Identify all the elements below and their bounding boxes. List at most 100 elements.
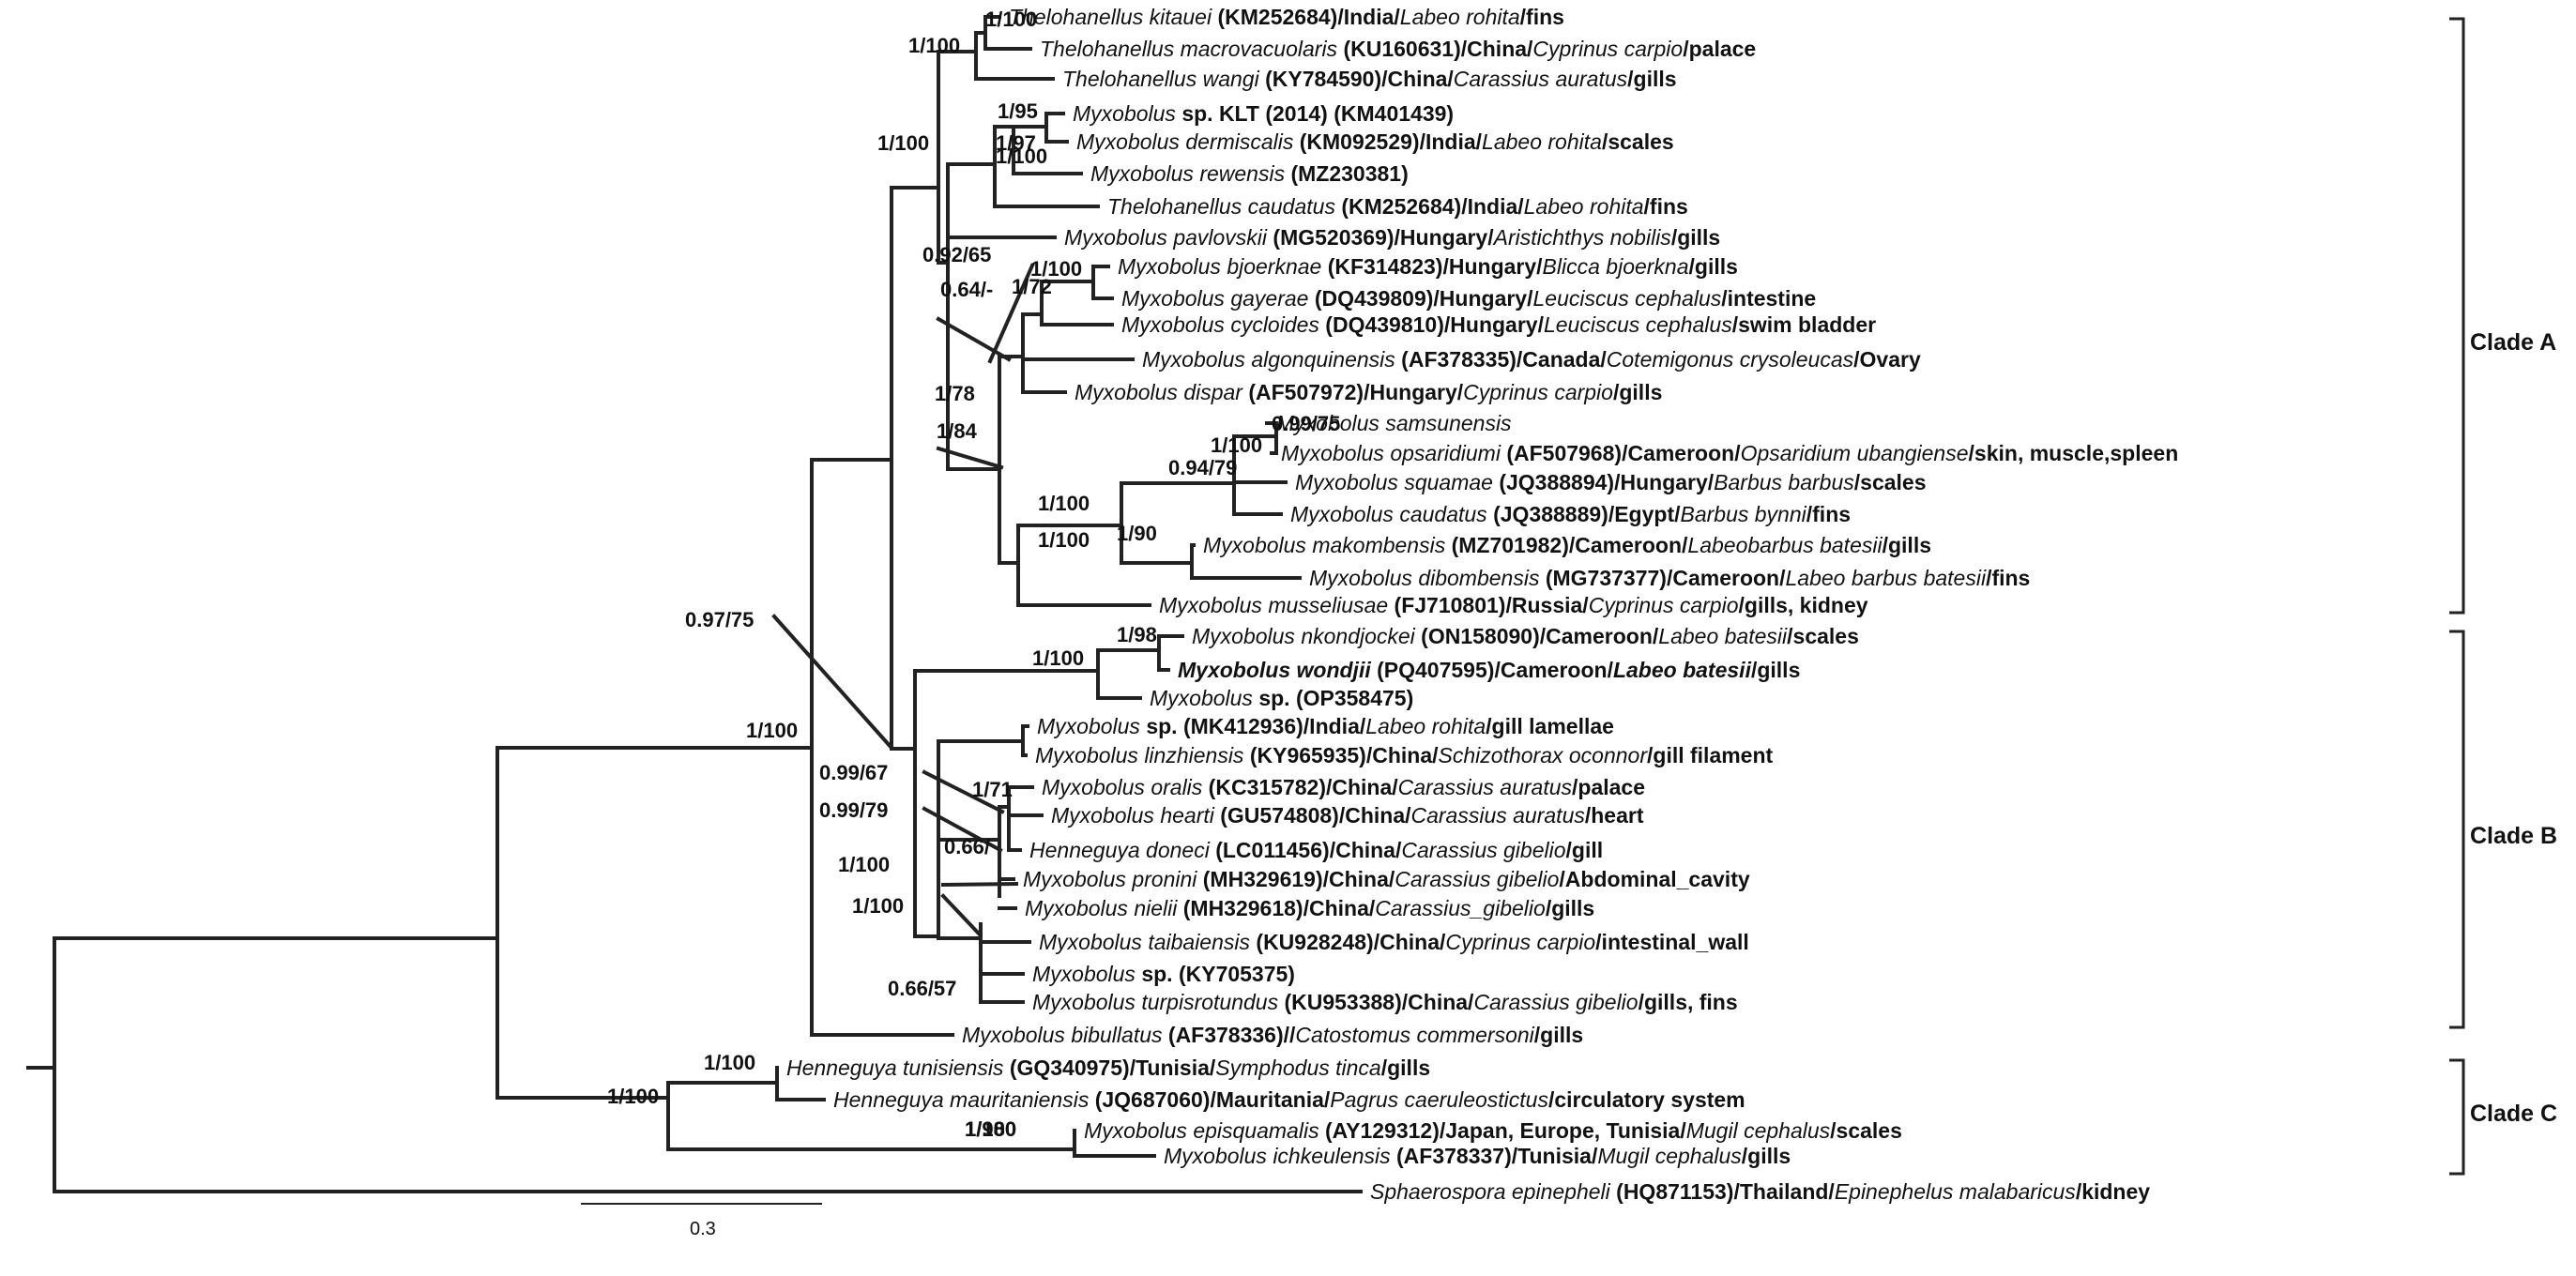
support-value: 1/100	[877, 131, 929, 155]
taxon-label: Myxobolus cycloides (DQ439810)/Hungary/L…	[1121, 312, 1876, 337]
taxon-country: /China/	[1326, 775, 1398, 799]
taxon-accession: (MK412936)	[1178, 714, 1303, 738]
taxon-label: Thelohanellus kitauei (KM252684)/India/L…	[1009, 5, 1564, 29]
taxon-label: Myxobolus opsaridiumi (AF507968)/Cameroo…	[1281, 441, 2178, 465]
taxon-organ: /scales	[1602, 129, 1674, 154]
taxon-species: Myxobolus	[1037, 714, 1140, 738]
taxon-accession: (MZ701982)	[1445, 533, 1569, 557]
taxon-country: //	[1284, 1023, 1296, 1047]
taxon-accession: (KM252684)	[1335, 194, 1461, 219]
taxon-country: /India/	[1420, 129, 1483, 154]
support-value: 1/100	[607, 1085, 659, 1108]
taxon-species: Thelohanellus kitauei	[1009, 5, 1212, 29]
taxon-species: Myxobolus wondjii	[1178, 658, 1371, 682]
support-value: 1/100	[965, 1117, 1016, 1141]
taxon-organ: /intestine	[1721, 286, 1816, 311]
support-value: 0.92/65	[922, 243, 991, 266]
taxon-accession: (KU160631)	[1337, 37, 1461, 61]
taxon-host: Labeobarbus batesii	[1687, 533, 1882, 557]
taxon-organ: /skin, muscle,spleen	[1969, 441, 2179, 465]
taxon-label: Myxobolus dibombensis (MG737377)/Cameroo…	[1309, 566, 2030, 590]
taxon-accession: (KY705375)	[1173, 962, 1295, 986]
taxon-organ: /fins	[1986, 566, 2030, 590]
support-value: 0.66/57	[888, 977, 956, 1000]
taxon-host: Carassius_gibelio	[1375, 896, 1546, 920]
taxon-label: Thelohanellus macrovacuolaris (KU160631)…	[1040, 37, 1756, 61]
taxon-label: Myxobolus musseliusae (FJ710801)/Russia/…	[1159, 593, 1868, 617]
taxon-host: Barbus barbus	[1714, 470, 1854, 494]
support-pointer	[922, 769, 1005, 814]
taxon-label: Myxobolus dermiscalis (KM092529)/India/L…	[1076, 129, 1674, 154]
taxon-accession: (DQ439810)	[1319, 312, 1444, 337]
clade-b-bracket: Clade B	[2449, 630, 2557, 1029]
taxon-organ: /gill filament	[1647, 743, 1774, 767]
taxon-country: /China/	[1330, 838, 1402, 862]
taxon-organ: /gills	[1742, 1144, 1791, 1168]
taxon-accession: (MH329618)	[1177, 896, 1303, 920]
taxon-host: Leuciscus cephalus	[1544, 312, 1732, 337]
taxon-species: Myxobolus pavlovskii	[1064, 225, 1268, 250]
taxon-label: Thelohanellus caudatus (KM252684)/India/…	[1107, 194, 1688, 219]
taxon-label: Myxobolus sp. KLT (2014) (KM401439)	[1073, 101, 1454, 126]
support-value: 1/100	[1211, 433, 1262, 457]
taxon-label: Myxobolus oralis (KC315782)/China/Carass…	[1042, 775, 1645, 799]
taxon-label: Henneguya doneci (LC011456)/China/Carass…	[1029, 838, 1603, 862]
taxon-accession: (GQ340975)	[1003, 1056, 1129, 1080]
taxon-label: Myxobolus sp. (KY705375)	[1032, 962, 1295, 986]
taxon-organ: /gills	[1882, 533, 1931, 557]
taxon-host: Opsaridium ubangiense	[1741, 441, 1969, 465]
support-value: 1/100	[746, 719, 798, 742]
taxon-accession: (MZ230381)	[1285, 161, 1409, 186]
taxon-species-qualifier: sp.	[1253, 686, 1290, 710]
taxon-country: /Thailand/	[1733, 1179, 1835, 1204]
support-pointer	[940, 893, 982, 936]
support-value: 1/100	[1030, 257, 1082, 281]
taxon-species: Myxobolus	[1032, 962, 1136, 986]
support-value: 1/98	[965, 1117, 1005, 1141]
taxon-organ: /gills	[1627, 67, 1676, 91]
support-pointer	[940, 881, 1019, 888]
taxon-organ: /gill	[1566, 838, 1604, 862]
taxon-accession: (JQ388894)	[1493, 470, 1614, 494]
taxon-accession: (AF378336)	[1163, 1023, 1284, 1047]
support-value: 1/95	[998, 99, 1038, 123]
taxon-accession: (GU574808)	[1214, 803, 1339, 828]
taxon-country: /China/	[1339, 803, 1411, 828]
taxon-species: Sphaerospora epinepheli	[1370, 1179, 1611, 1204]
taxon-country: /India/	[1303, 714, 1366, 738]
taxon-label: Myxobolus nkondjockei (ON158090)/Cameroo…	[1192, 624, 1859, 648]
taxon-organ: /gills	[1381, 1056, 1430, 1080]
taxon-country: /China/	[1303, 896, 1376, 920]
taxon-label: Myxobolus episquamalis (AY129312)/Japan,…	[1084, 1118, 1902, 1143]
taxon-host: Barbus bynni	[1681, 502, 1807, 526]
support-value: 0.64/-	[940, 278, 993, 301]
support-value: 0.99/67	[819, 761, 888, 784]
taxon-host: Blicca bjoerkna	[1543, 254, 1689, 279]
taxon-label: Myxobolus nielii (MH329618)/China/Carass…	[1025, 896, 1594, 920]
taxon-host: Cyprinus carpio	[1532, 37, 1683, 61]
taxon-organ: /gills, kidney	[1739, 593, 1868, 617]
taxon-host: Carassius gibelio	[1395, 867, 1559, 891]
taxon-label: Myxobolus makombensis (MZ701982)/Cameroo…	[1203, 533, 1931, 557]
support-value: 0.99/75	[1272, 412, 1340, 435]
taxon-accession: (ON158090)	[1415, 624, 1540, 648]
taxon-accession: (JQ687060)	[1089, 1087, 1210, 1112]
support-value: 0.97/75	[685, 608, 754, 631]
taxon-country: /India/	[1337, 5, 1400, 29]
taxon-host: Leuciscus cephalus	[1533, 286, 1722, 311]
support-value: 1/78	[935, 382, 975, 405]
taxon-country: /Cameroon/	[1622, 441, 1741, 465]
taxon-host: Carassius gibelio	[1401, 838, 1565, 862]
taxon-country: /Hungary/	[1364, 380, 1464, 404]
taxon-country: /Hungary/	[1395, 225, 1495, 250]
support-value: 1/100	[996, 144, 1047, 168]
taxon-accession: (OP358475)	[1290, 686, 1414, 710]
support-value: 1/100	[704, 1051, 755, 1074]
taxon-host: Carassius gibelio	[1473, 990, 1638, 1014]
taxon-host: Labeo rohita	[1365, 714, 1486, 738]
taxon-host: Carassius auratus	[1411, 803, 1586, 828]
taxon-species: Myxobolus oralis	[1042, 775, 1203, 799]
taxon-host: Catostomus commersoni	[1295, 1023, 1534, 1047]
taxon-label: Myxobolus taibaiensis (KU928248)/China/C…	[1039, 930, 1749, 954]
